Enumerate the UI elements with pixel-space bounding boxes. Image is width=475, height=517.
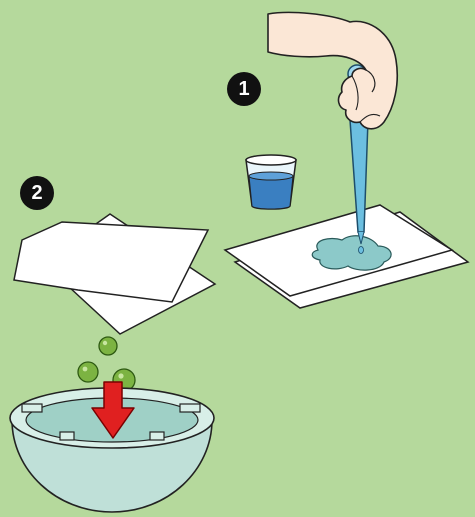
pea-icon [78,362,98,382]
pea-icon [99,337,117,355]
water-glass-icon [246,155,296,209]
hand-icon [268,12,397,128]
paper-stack-step2 [14,214,215,334]
step-1-badge: 1 [227,72,261,106]
step-2-badge: 2 [20,176,54,210]
